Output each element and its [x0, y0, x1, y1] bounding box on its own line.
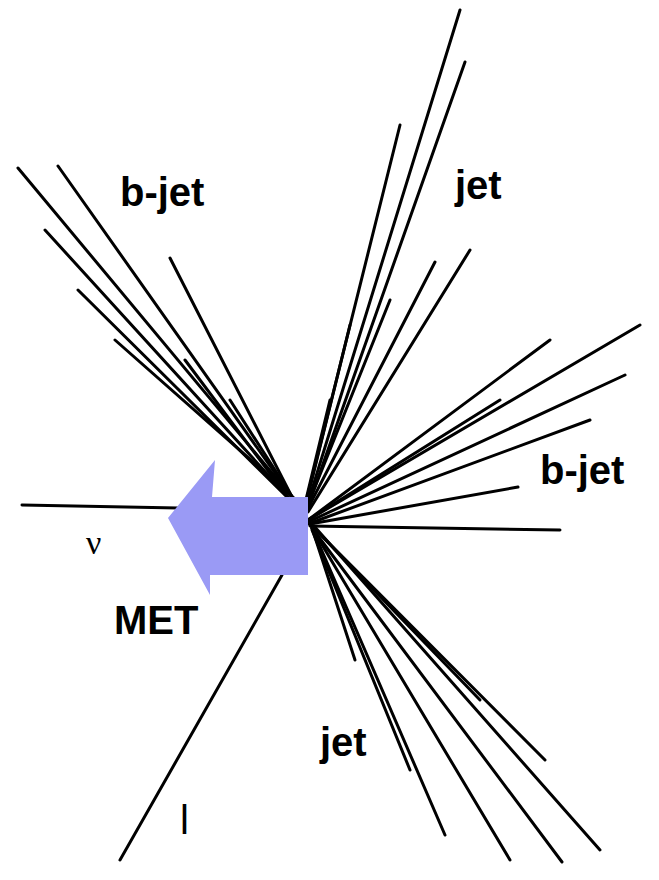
jet-label: b-jet: [120, 172, 204, 212]
met-label: MET: [114, 600, 198, 640]
jet-label: jet: [455, 165, 502, 205]
jet-label: b-jet: [540, 450, 624, 490]
particle-tracks: [18, 10, 640, 862]
neutrino-label: ν: [86, 526, 101, 560]
lepton-label: l: [180, 800, 189, 840]
met-arrow: [168, 460, 308, 595]
jet-label: jet: [320, 722, 367, 762]
